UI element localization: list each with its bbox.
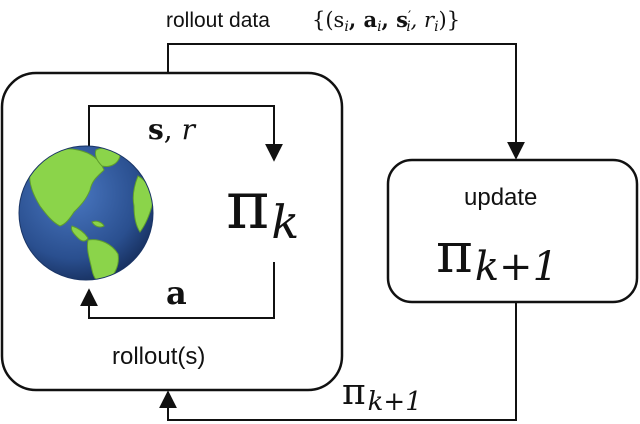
action-arrow <box>80 262 275 319</box>
rollout-caption: rollout(s) <box>112 343 205 370</box>
updated-policy-label: πk+1 <box>436 221 558 290</box>
rollout-data-tuple: {(si, ai, s′i, ri)} <box>312 7 460 35</box>
update-box <box>386 158 639 304</box>
rollout-data-arrow <box>167 43 525 160</box>
state-reward-label: s, r <box>148 113 197 146</box>
globe-icon <box>18 145 154 281</box>
policy-feedback-arrow <box>159 302 517 421</box>
feedback-policy-label: πk+1 <box>342 372 422 417</box>
state-reward-arrow <box>88 105 283 162</box>
rollout-data-label: rollout data <box>166 9 270 32</box>
policy-label: πk <box>226 167 299 249</box>
action-label: a <box>166 274 187 312</box>
update-label: update <box>464 184 537 211</box>
